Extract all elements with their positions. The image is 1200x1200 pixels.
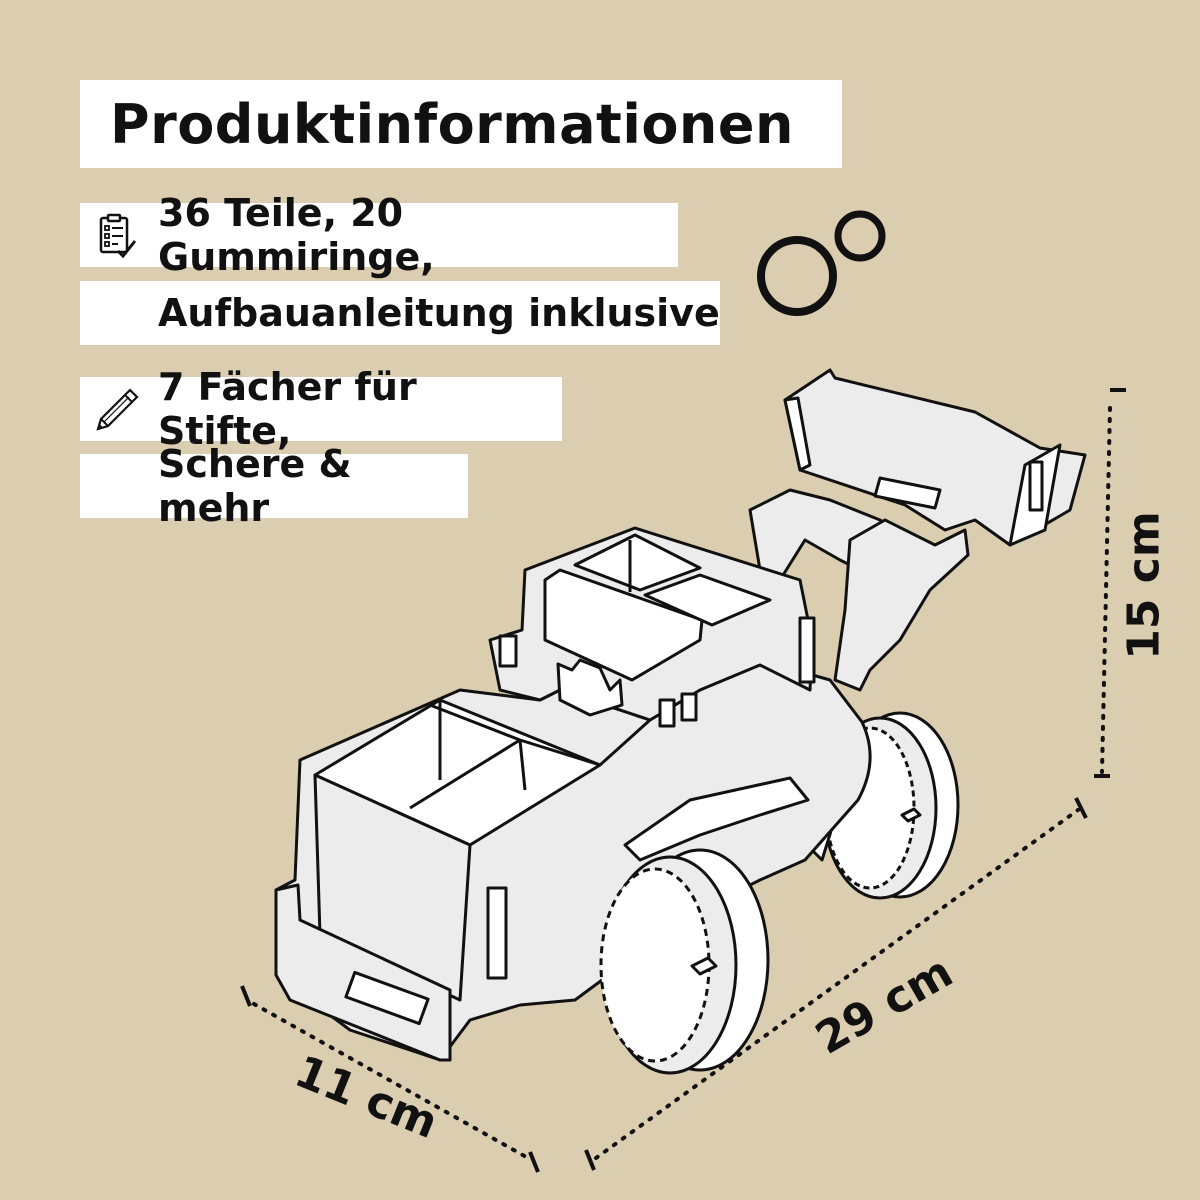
info-line-compartments: 7 Fächer für Stifte, <box>80 365 562 453</box>
title-box: Produktinformationen <box>80 80 842 168</box>
loader-bucket <box>783 368 1087 547</box>
pencil-icon <box>96 388 139 431</box>
clipboard-checklist-icon <box>99 213 137 259</box>
page-title: Produktinformationen <box>110 92 794 156</box>
info-text-more: Schere & mehr <box>158 442 352 530</box>
info-text-parts: 36 Teile, 20 Gummiringe, <box>158 191 435 279</box>
front-fender <box>623 776 810 862</box>
info-line-manual: Aufbauanleitung inklusive <box>80 281 720 345</box>
wheel-loader-model <box>274 368 1087 1075</box>
rubber-rings-icon <box>757 210 886 316</box>
loader-arm-front <box>833 518 970 692</box>
info-line-more: Schere & mehr <box>80 442 468 530</box>
dimension-height-label: 15 cm <box>1118 511 1170 660</box>
info-line-parts: 36 Teile, 20 Gummiringe, <box>80 191 678 279</box>
info-text-manual: Aufbauanleitung inklusive <box>158 291 720 335</box>
info-text-compartments: 7 Fächer für Stifte, <box>158 365 417 453</box>
dimension-lines <box>240 388 1126 1173</box>
